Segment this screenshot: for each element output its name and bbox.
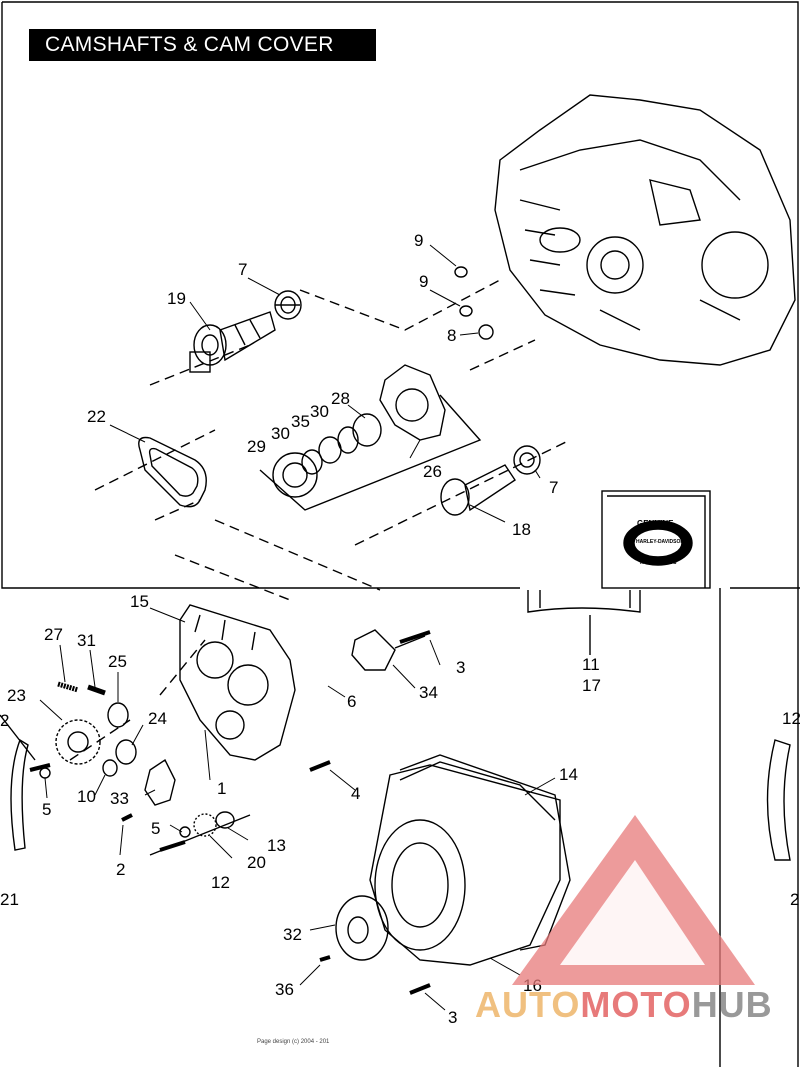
callout-5-center: 5 [151,819,161,838]
callout-10: 10 [77,787,96,806]
cam-support-26 [379,364,446,441]
badge-hd-text: HARLEY-DAVIDSON [636,539,684,545]
callout-34: 34 [419,683,438,702]
callout-2-right: 2 [790,890,800,909]
callout-28: 28 [331,389,350,408]
chain-22 [138,436,207,508]
callout-13: 13 [267,836,286,855]
chain-12-right-partial [766,739,791,861]
bearing-29 [272,452,318,498]
callout-9-bottom: 9 [419,272,429,291]
bearing-28 [352,413,382,447]
washer-24 [115,739,137,765]
camshaft-19 [189,311,276,373]
callout-9-top: 9 [414,231,424,250]
callout-12-right: 12 [782,709,800,728]
gear-20 [193,813,217,837]
footer-copyright: Page design (c) 2004 - 201 [257,1039,330,1045]
o-ring-9a [454,266,468,278]
callout-30-lower: 30 [271,424,290,443]
badge-motor-parts-text: MOTOR PARTS [640,560,677,566]
callout-4: 4 [351,784,361,803]
cam-cover-16 [369,761,561,966]
watermark-auto: AUTO [475,984,581,1025]
callout-36: 36 [275,980,294,999]
callout-32: 32 [283,925,302,944]
callout-24: 24 [148,709,167,728]
washer-10 [102,759,118,777]
chain-21 [10,738,29,851]
watermark-hub: HUB [691,984,773,1025]
genuine-parts-box [527,490,711,655]
washer-30b [337,426,359,454]
camshaft-18 [440,445,541,516]
watermark-moto: MOTO [580,984,692,1025]
callout-21: 21 [0,890,19,909]
callout-18: 18 [512,520,531,539]
watermark-text: AUTOMOTOHUB [475,984,773,1026]
callout-2-center: 2 [116,860,126,879]
callout-11: 11 [582,655,600,674]
callout-8: 8 [447,326,457,345]
spring-27 [57,681,79,693]
o-ring-8 [478,324,494,340]
sprocket-23 [55,719,101,765]
callout-12: 12 [211,873,230,892]
callout-22: 22 [87,407,106,426]
callout-5-left: 5 [42,800,52,819]
spacer-13 [215,811,235,829]
callout-20: 20 [247,853,266,872]
washer-30a [301,449,323,475]
callout-7-bottom: 7 [549,478,559,497]
page-title: CAMSHAFTS & CAM COVER [29,29,376,61]
callout-14: 14 [559,765,578,784]
callout-33: 33 [110,789,129,808]
washer-25 [107,702,129,728]
callout-29: 29 [247,437,266,456]
cover-plate-32 [335,895,389,961]
cam-plate-15 [179,604,296,761]
callout-19: 19 [167,289,186,308]
callout-26: 26 [423,462,442,481]
callout-3-top: 3 [456,658,466,677]
callout-3-bottom: 3 [448,1008,458,1027]
callout-31: 31 [77,631,96,650]
callout-27: 27 [44,625,63,644]
callout-bracket-26 [259,394,482,511]
callout-1: 1 [217,779,227,798]
o-ring-9b [459,305,473,317]
callout-17: 17 [582,676,601,695]
callout-25: 25 [108,652,127,671]
bearing-7-bottom [513,445,541,475]
callout-7-top: 7 [238,260,248,279]
badge-genuine-text: GENUINE [637,519,674,528]
callout-35: 35 [291,412,310,431]
bearing-7-top [274,290,302,320]
washer-5b [179,826,191,838]
callout-2-left: 2 [0,711,10,730]
page-frame-left [1,2,520,589]
callout-6: 6 [347,692,357,711]
crankcase-illustration [494,94,796,366]
tensioner-34 [351,629,426,671]
callout-23: 23 [7,686,26,705]
callout-15: 15 [130,592,149,611]
callout-30-upper: 30 [310,402,329,421]
tensioner-33 [144,758,176,806]
pin-31 [87,684,106,696]
